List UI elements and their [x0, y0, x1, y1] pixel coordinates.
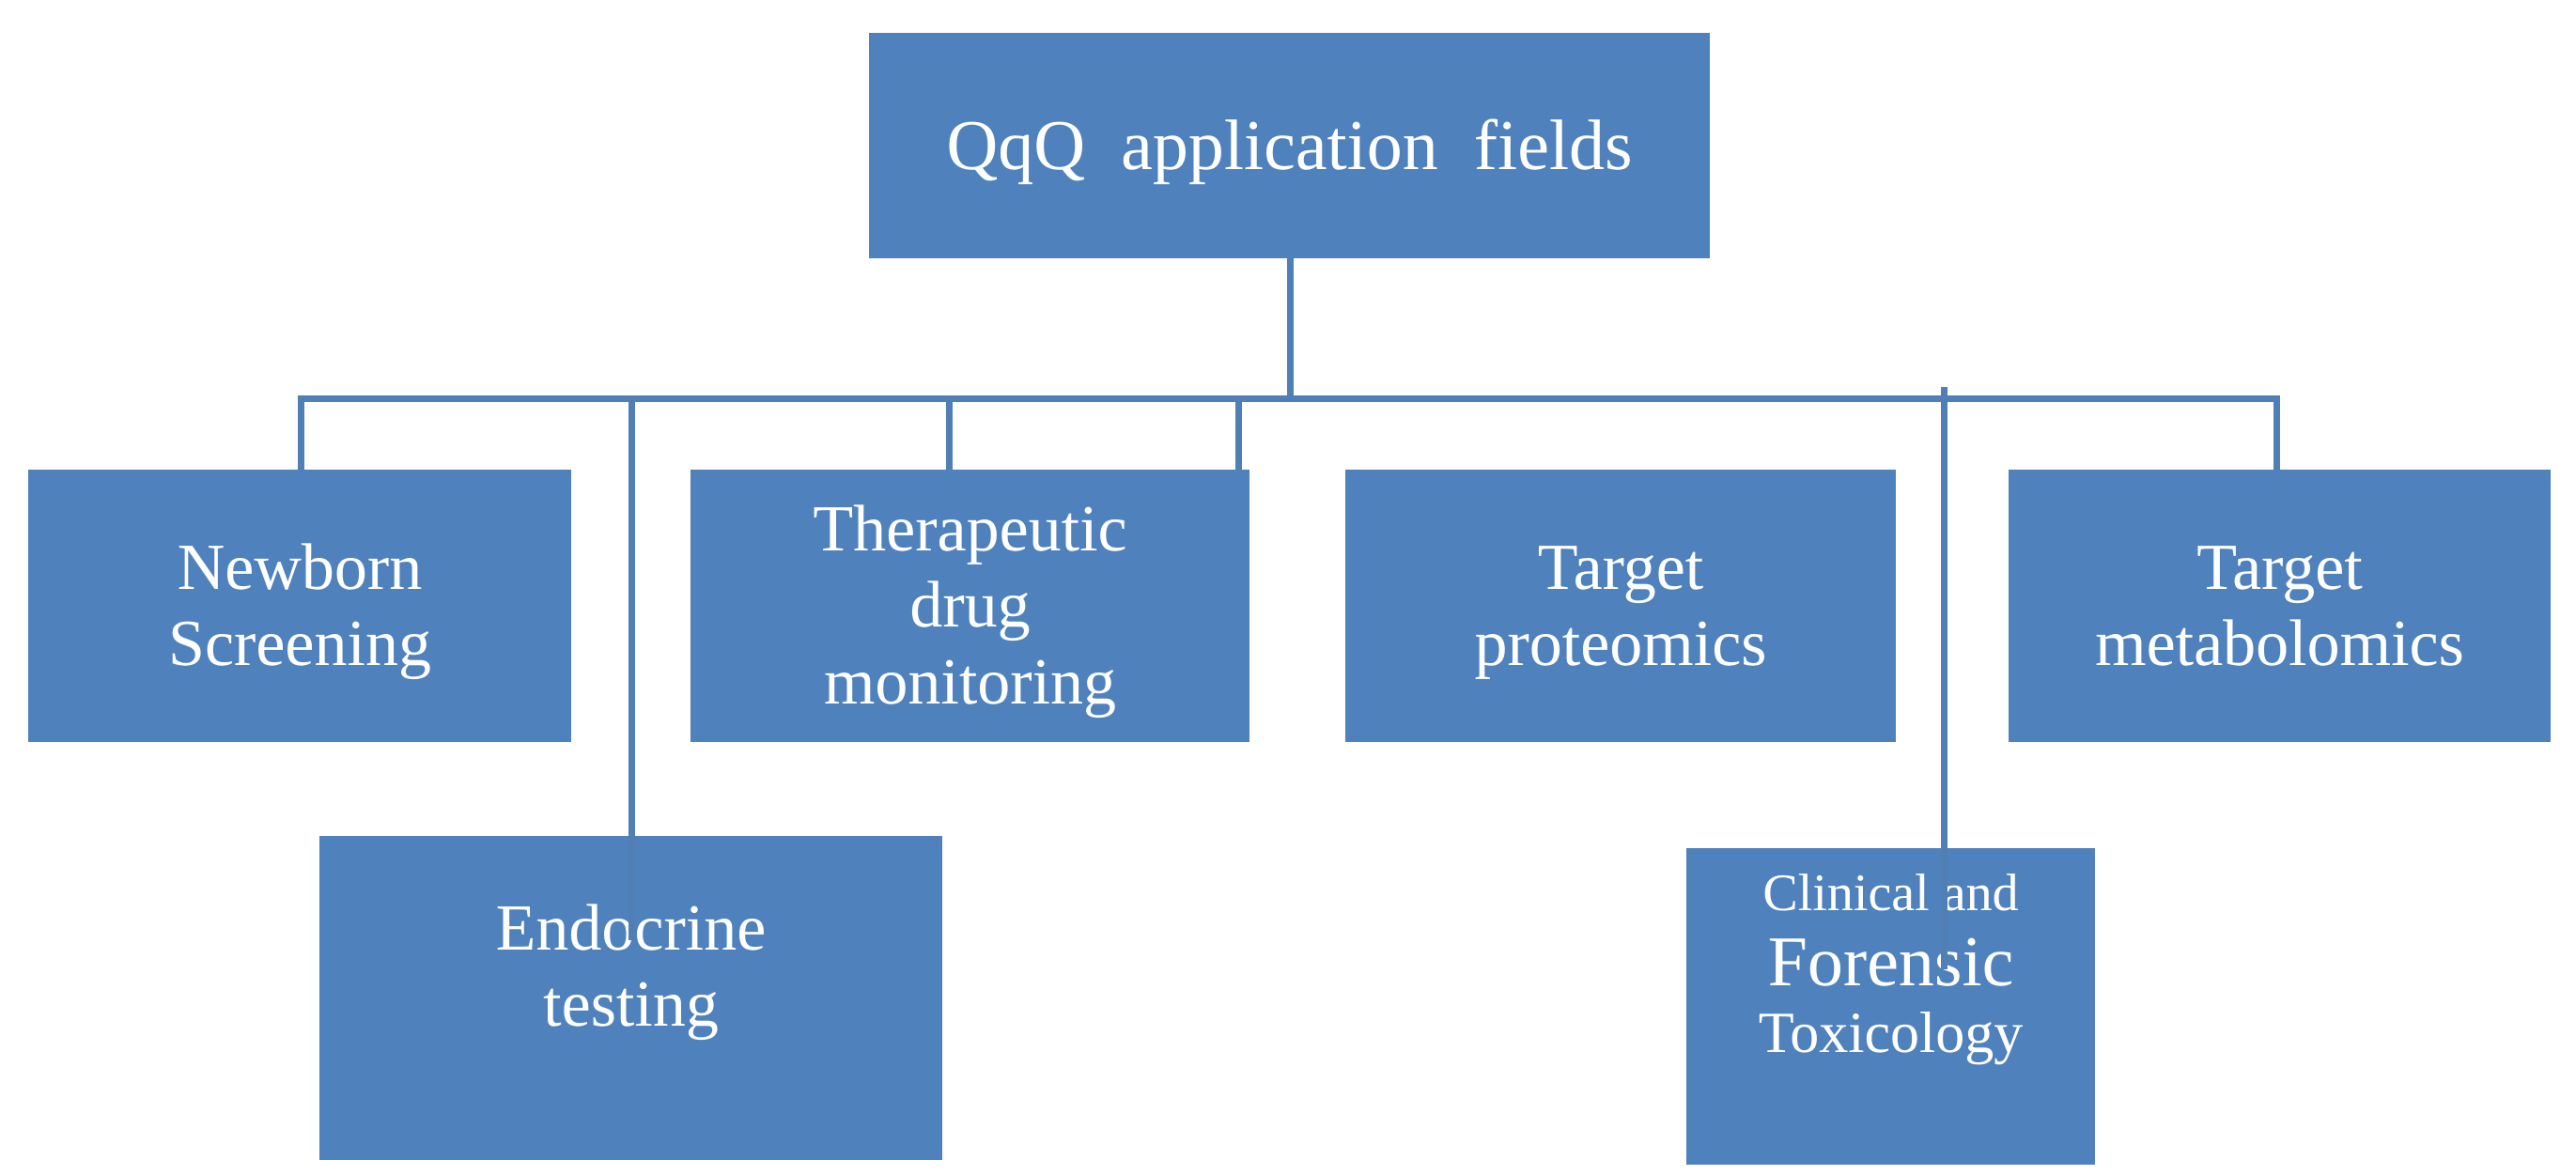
connector-drop-clinical-forensic-toxicology: [1941, 387, 1948, 969]
node-clinical-forensic-toxicology-label-line2: Forensic: [1767, 921, 2014, 1001]
node-therapeutic-drug-monitoring-label-line3: monitoring: [823, 645, 1117, 719]
node-newborn-screening-label-line2: Screening: [168, 608, 431, 680]
node-newborn-screening[interactable]: Newborn Screening: [28, 470, 571, 742]
connector-horizontal-bus: [298, 395, 2280, 402]
node-therapeutic-drug-monitoring[interactable]: Therapeutic drug monitoring: [691, 470, 1249, 742]
node-therapeutic-drug-monitoring-label-line2: drug: [909, 569, 1031, 642]
node-target-metabolomics-label-line2: metabolomics: [2095, 608, 2464, 680]
node-target-proteomics-label-line2: proteomics: [1474, 608, 1767, 680]
node-target-metabolomics-label-line1: Target: [2196, 531, 2363, 604]
connector-drop-newborn-screening: [298, 395, 304, 472]
node-clinical-forensic-toxicology-label-line3: Toxicology: [1758, 1001, 2024, 1066]
node-therapeutic-drug-monitoring-label-line1: Therapeutic: [813, 493, 1127, 566]
node-qqq-application-fields[interactable]: QqQ application fields: [869, 33, 1710, 258]
node-endocrine-testing-label-line2: testing: [543, 968, 719, 1042]
node-root-label: QqQ application fields: [946, 105, 1633, 185]
connector-drop-therapeutic-drug-monitoring: [946, 395, 953, 472]
connector-drop-endocrine-testing: [628, 395, 635, 940]
node-newborn-screening-label-line1: Newborn: [177, 531, 423, 604]
connector-drop-target-proteomics: [1235, 395, 1242, 472]
node-clinical-forensic-toxicology-label-line1: Clinical and: [1762, 864, 2019, 922]
node-target-proteomics[interactable]: Target proteomics: [1345, 470, 1896, 742]
node-target-metabolomics[interactable]: Target metabolomics: [2009, 470, 2551, 742]
connector-root-to-bus: [1287, 258, 1294, 402]
node-target-proteomics-label-line1: Target: [1537, 531, 1704, 604]
node-clinical-forensic-toxicology[interactable]: Clinical and Forensic Toxicology: [1686, 848, 2095, 1165]
connector-drop-target-metabolomics: [2273, 395, 2280, 472]
